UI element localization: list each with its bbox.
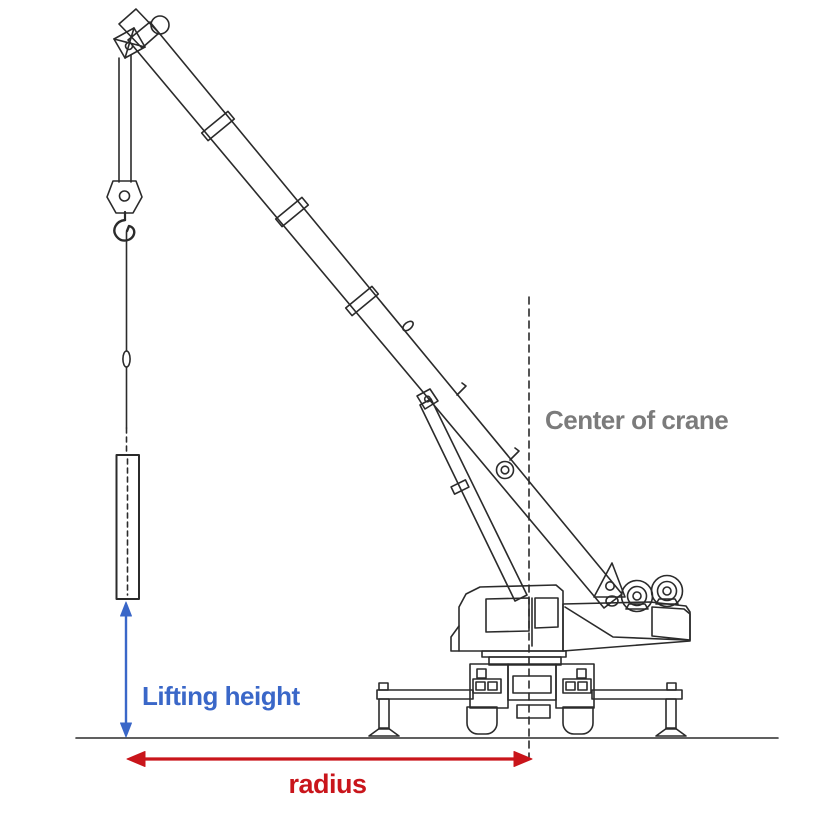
lifting-height-label: Lifting height: [142, 681, 300, 711]
crane-boom: [114, 9, 622, 608]
outrigger-pad: [369, 728, 399, 736]
radius-label: radius: [288, 769, 367, 799]
load: [117, 455, 140, 599]
wheel: [563, 707, 593, 734]
load-line: [123, 232, 130, 455]
chassis: [467, 651, 594, 734]
operator-cab: [459, 585, 563, 651]
boom-tip-sheave: [151, 16, 169, 34]
cab-windshield: [486, 598, 529, 632]
outrigger-pad: [656, 728, 686, 736]
outrigger-left: [369, 683, 473, 736]
luffing-cylinder: [417, 389, 527, 601]
slewing-ring: [489, 657, 561, 665]
hoist-cable-and-hook: [107, 55, 142, 241]
lifting-height-arrow: [121, 602, 132, 737]
hook-block: [107, 181, 142, 213]
wheel: [467, 707, 497, 734]
outrigger-right: [592, 683, 686, 736]
cab-side-window: [535, 598, 558, 628]
winch-drum: [652, 576, 683, 607]
radius-arrow: [127, 752, 532, 767]
crane-hook-icon: [114, 220, 134, 241]
center-of-crane-label: Center of crane: [545, 405, 729, 435]
winch-drum: [622, 581, 653, 612]
crane-superstructure: [451, 563, 690, 651]
